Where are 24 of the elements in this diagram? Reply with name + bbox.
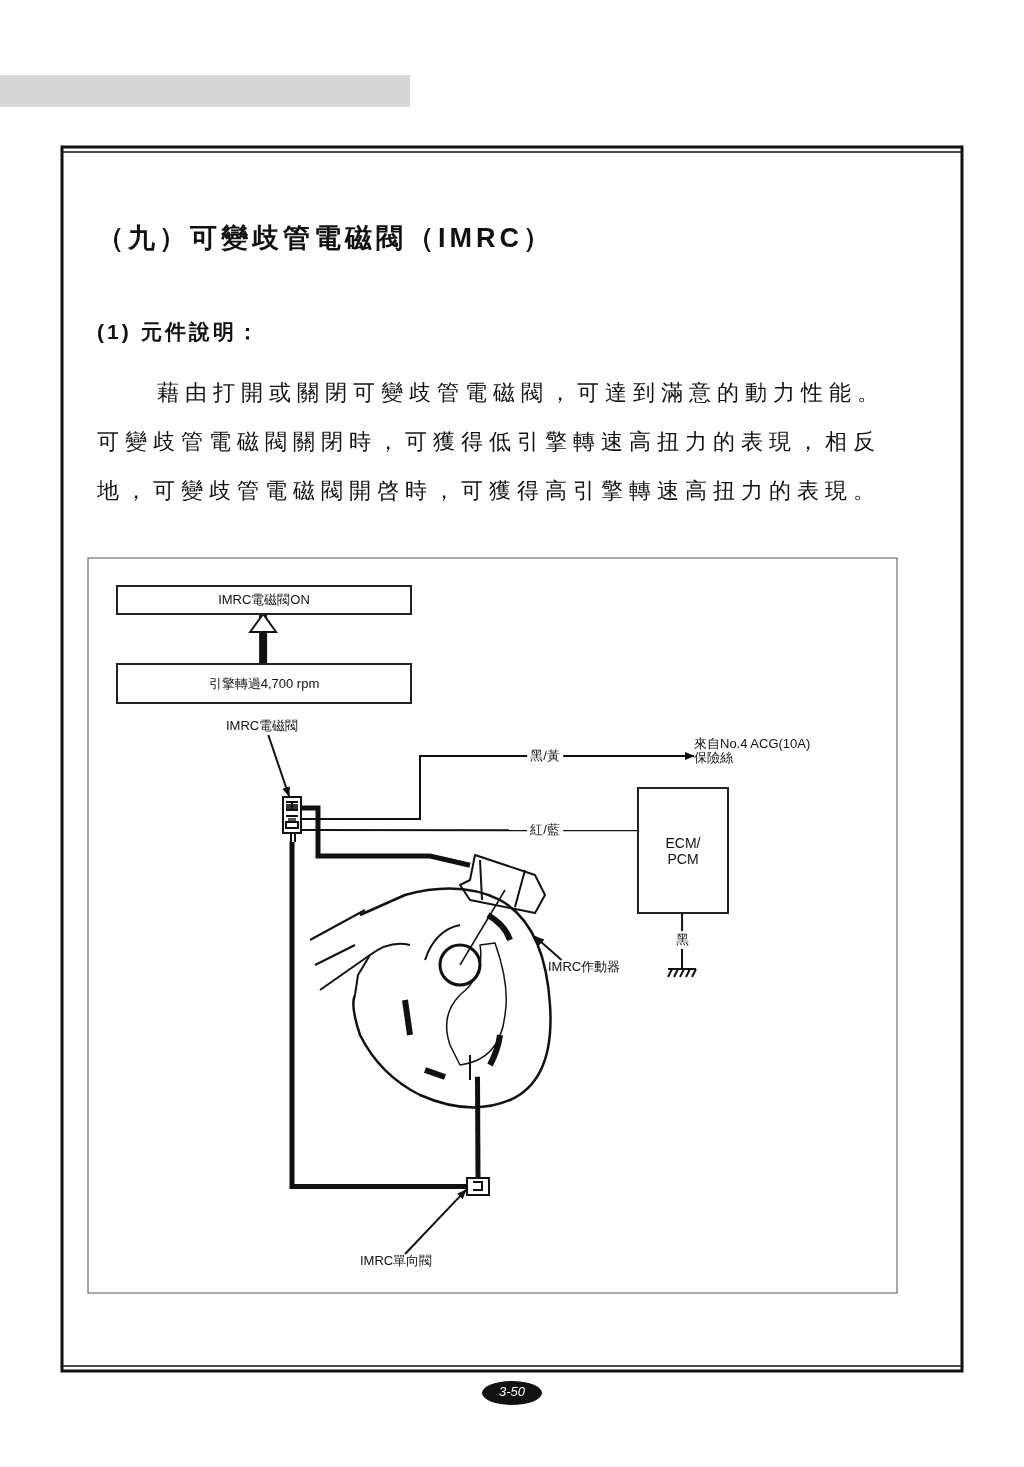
page-number: 3-50 (498, 1384, 526, 1399)
ecm-pcm-box: ECM/ PCM (637, 787, 729, 914)
wire-color-label: 紅/藍 (527, 821, 563, 839)
leader-line (534, 935, 563, 961)
callout-label: IMRC單向閥 (360, 1254, 452, 1270)
fuse-source-label: 來自No.4 ACG(10A) 保險絲 (694, 737, 834, 769)
description-paragraph: 藉由打開或關閉可變歧管電磁閥，可達到滿意的動力性能。可變歧管電磁閥關閉時，可獲得低引擎轉速高扭力的表現，相反地，可變歧管電磁閥開啓時，可獲得高引擎轉速高扭力的表現。 (97, 379, 886, 505)
vacuum-hose (475, 1076, 481, 1177)
wire (301, 829, 638, 832)
arrow (301, 751, 695, 820)
check-valve-box (466, 1177, 490, 1196)
vacuum-hose (289, 842, 466, 1189)
leader-line (267, 734, 290, 797)
solenoid-valve-drawing (282, 796, 302, 842)
subheading: (1) 元件說明： (97, 319, 261, 345)
arrow (249, 613, 278, 663)
section-title: （九）可變歧管電磁閥（IMRC） (97, 222, 554, 255)
condition-box: 引擎轉過4,700 rpm (116, 663, 412, 704)
leader-line (404, 1188, 467, 1255)
callout-label: IMRC電磁閥 (226, 719, 316, 735)
vacuum-hose (302, 805, 471, 868)
callout-label: IMRC作動器 (548, 960, 638, 976)
status-box: IMRC電磁閥ON (116, 585, 412, 615)
wire-color-label: 黑/黃 (527, 747, 563, 765)
